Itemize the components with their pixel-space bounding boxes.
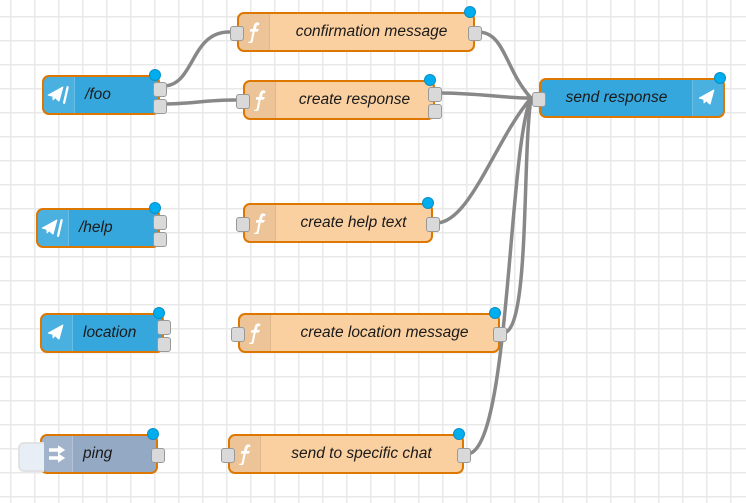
node-label: confirmation message <box>295 23 448 40</box>
output-port[interactable] <box>426 217 440 232</box>
node-create-help-text[interactable]: create help text <box>236 197 440 243</box>
node-label: send response <box>565 89 668 106</box>
telegram-icon <box>692 80 723 116</box>
node-label: create response <box>298 91 411 108</box>
node-label: /foo <box>85 86 111 103</box>
input-port[interactable] <box>236 94 250 109</box>
status-indicator <box>464 6 476 18</box>
node-ping[interactable]: ping <box>18 428 165 474</box>
function-f-icon <box>245 205 276 241</box>
output-port[interactable] <box>468 26 482 41</box>
node-label: /help <box>79 219 113 236</box>
node-label: create location message <box>300 324 469 341</box>
function-f-icon <box>230 436 261 472</box>
telegram-icon <box>42 315 73 351</box>
wire-confirmation-message-to-send-response[interactable] <box>476 30 533 100</box>
output-port[interactable] <box>457 448 471 463</box>
function-f-icon <box>239 14 270 50</box>
input-port[interactable] <box>221 448 235 463</box>
output-port-2[interactable] <box>157 337 171 352</box>
wire-send-to-specific-chat-to-send-response[interactable] <box>465 96 533 456</box>
wire-foo-to-create-response[interactable] <box>161 98 237 106</box>
function-f-icon <box>240 315 271 351</box>
output-port-1[interactable] <box>428 87 442 102</box>
node-label: send to specific chat <box>291 445 432 462</box>
input-port[interactable] <box>532 92 546 107</box>
wire-create-help-text-to-send-response[interactable] <box>434 96 533 225</box>
inject-arrow-icon <box>42 436 73 472</box>
node-label: create help text <box>300 214 407 231</box>
input-port[interactable] <box>230 26 244 41</box>
node-foo[interactable]: /foo <box>42 69 167 115</box>
telegram-command-icon <box>38 210 69 246</box>
node-location[interactable]: location <box>40 307 171 353</box>
status-indicator <box>149 69 161 81</box>
output-port-2[interactable] <box>428 104 442 119</box>
status-indicator <box>147 428 159 440</box>
wire-foo-to-confirmation-message[interactable] <box>161 30 231 88</box>
wire-create-location-message-to-send-response[interactable] <box>501 96 533 335</box>
status-indicator <box>153 307 165 319</box>
output-port-2[interactable] <box>153 232 167 247</box>
node-label: location <box>83 324 137 341</box>
node-send-to-specific-chat[interactable]: send to specific chat <box>221 428 471 474</box>
output-port-1[interactable] <box>153 82 167 97</box>
output-port[interactable] <box>493 327 507 342</box>
node-create-response[interactable]: create response <box>236 74 442 120</box>
input-port[interactable] <box>236 217 250 232</box>
status-indicator <box>489 307 501 319</box>
node-confirmation-message[interactable]: confirmation message <box>230 6 482 52</box>
inject-trigger-button[interactable] <box>18 442 44 472</box>
output-port-2[interactable] <box>153 99 167 114</box>
input-port[interactable] <box>231 327 245 342</box>
output-port[interactable] <box>151 448 165 463</box>
status-indicator <box>422 197 434 209</box>
status-indicator <box>424 74 436 86</box>
status-indicator <box>453 428 465 440</box>
wire-create-response-to-send-response[interactable] <box>436 91 533 100</box>
node-create-location-message[interactable]: create location message <box>231 307 507 353</box>
node-label: ping <box>83 445 113 462</box>
telegram-command-icon <box>44 77 75 113</box>
output-port-1[interactable] <box>157 320 171 335</box>
node-help[interactable]: /help <box>36 202 167 248</box>
function-f-icon <box>245 82 276 118</box>
status-indicator <box>149 202 161 214</box>
node-send-response[interactable]: send response <box>532 72 726 118</box>
output-port-1[interactable] <box>153 215 167 230</box>
status-indicator <box>714 72 726 84</box>
